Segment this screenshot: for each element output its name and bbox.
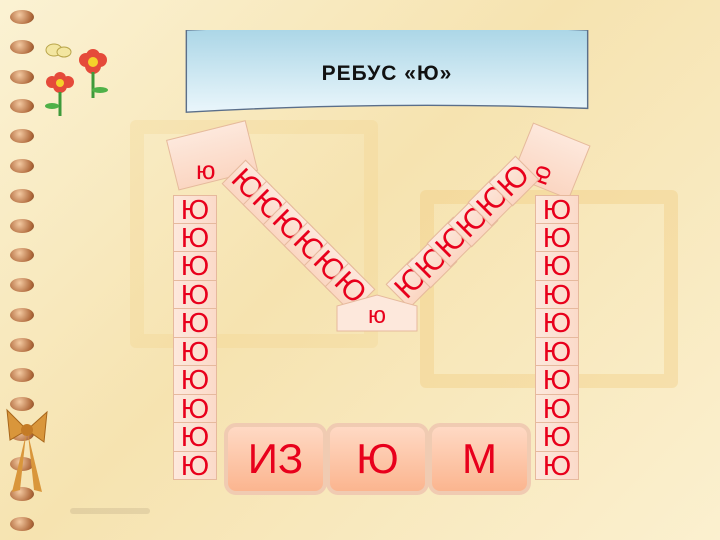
- bead: [10, 337, 34, 352]
- center-tile: ю: [336, 294, 418, 332]
- left_column-cell: Ю: [173, 337, 217, 366]
- right_column-cell: Ю: [535, 337, 579, 366]
- flower-icon: [45, 72, 74, 116]
- bead: [10, 69, 34, 84]
- flower-icon: [79, 49, 108, 98]
- left_column-cell: Ю: [173, 423, 217, 452]
- bead: [10, 367, 34, 382]
- bead: [10, 278, 34, 293]
- bead: [10, 516, 34, 531]
- right_column-cell: Ю: [535, 394, 579, 423]
- bead: [10, 129, 34, 144]
- right_column-cell: Ю: [535, 280, 579, 309]
- right_column-cell: Ю: [535, 451, 579, 480]
- left_column-cell: Ю: [173, 394, 217, 423]
- bead-border: [4, 0, 38, 540]
- right_column-cell: Ю: [535, 309, 579, 338]
- right_column-cell: Ю: [535, 195, 579, 224]
- right_column-cell: Ю: [535, 223, 579, 252]
- word-tile-m: М: [428, 423, 531, 495]
- right_column-cell: Ю: [535, 423, 579, 452]
- bead: [10, 159, 34, 173]
- left_column-cell: Ю: [173, 309, 217, 338]
- bead: [10, 188, 34, 203]
- bead: [10, 39, 34, 54]
- bead: [10, 218, 34, 233]
- bead: [10, 10, 34, 24]
- word-tile-yu: Ю: [326, 423, 429, 495]
- watermark: [70, 508, 150, 514]
- left_column-cell: Ю: [173, 195, 217, 224]
- right_column-cell: Ю: [535, 252, 579, 281]
- bow-icon: [6, 408, 48, 492]
- word-tile-iz: ИЗ: [224, 423, 327, 495]
- left_column-cell: Ю: [173, 252, 217, 281]
- right_column-cell: Ю: [535, 366, 579, 395]
- bead: [10, 308, 34, 322]
- page-title: РЕБУС «Ю»: [321, 62, 453, 85]
- bead: [10, 397, 34, 412]
- flowers-decoration: [45, 43, 108, 116]
- left_column-cell: Ю: [173, 366, 217, 395]
- title-banner: [185, 30, 589, 113]
- left_column-cell: Ю: [173, 223, 217, 252]
- center-tile-letter: ю: [368, 302, 386, 329]
- left_column-cell: Ю: [173, 280, 217, 309]
- left_column-cell: Ю: [173, 451, 217, 480]
- butterfly-icon: [45, 43, 72, 58]
- bead: [10, 99, 34, 114]
- left-cap-letter: ю: [196, 155, 216, 185]
- bead: [10, 248, 34, 263]
